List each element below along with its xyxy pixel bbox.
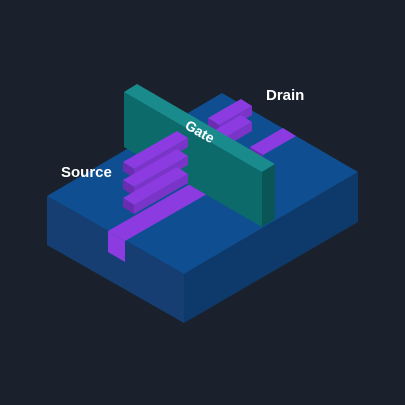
drain-label: Drain	[266, 87, 304, 104]
source-label: Source	[61, 164, 112, 181]
gate	[124, 84, 275, 227]
drain-fin-top	[208, 99, 252, 125]
source-strip	[108, 184, 207, 262]
source-strip-top	[108, 184, 207, 241]
gate-side-face	[262, 164, 275, 227]
substrate-left-face	[47, 196, 184, 323]
source-fin-3-right	[134, 174, 188, 214]
drain-strip-top	[250, 128, 296, 155]
substrate-right-face	[184, 172, 358, 323]
source-fin-3-top	[123, 167, 188, 205]
source-fin-2-front	[123, 180, 134, 196]
source-fin-2-top	[123, 149, 188, 187]
source-fins	[123, 131, 188, 214]
gate-top-face	[124, 84, 275, 172]
gate-front-face	[124, 92, 262, 227]
source-fin-1-front	[123, 162, 134, 178]
source-fin-3-front	[123, 198, 134, 214]
source-fin-1-top	[123, 131, 188, 169]
source-strip-front	[108, 231, 125, 262]
